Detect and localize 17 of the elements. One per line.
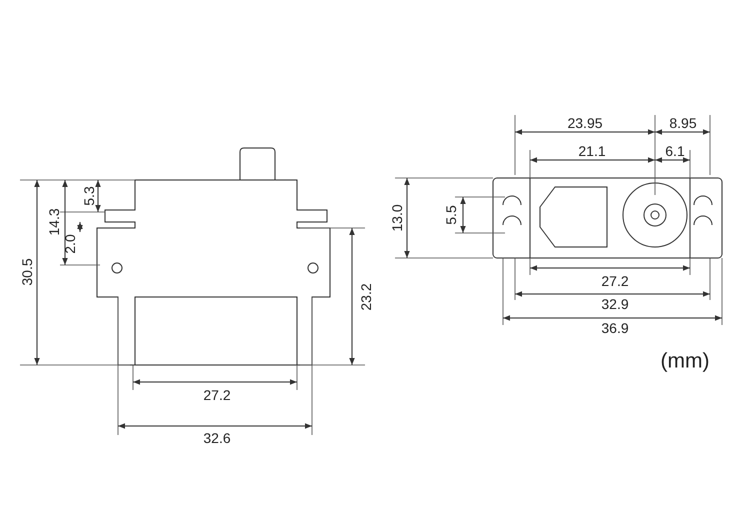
dimension-value: 5.5 (444, 205, 458, 225)
dimension-value: 36.9 (601, 321, 629, 335)
dimension-value: 14.3 (47, 208, 61, 236)
dimension-value: 32.6 (203, 431, 231, 445)
dimension-value: 6.1 (665, 144, 685, 158)
dimension-value: 30.5 (20, 258, 34, 286)
dimension-value: 27.2 (601, 274, 629, 288)
dimension-value: 8.95 (669, 116, 697, 130)
dimension-value: 23.2 (359, 283, 373, 311)
dimension-value: 21.1 (578, 144, 606, 158)
dimension-value: 32.9 (601, 297, 629, 311)
dimension-value: 27.2 (203, 388, 231, 402)
dimension-value: 23.95 (567, 116, 603, 130)
dimension-value: 13.0 (390, 204, 404, 232)
unit-label: (mm) (660, 350, 710, 372)
dimension-value: 5.3 (82, 186, 96, 206)
dimension-value: 2.0 (63, 234, 77, 254)
